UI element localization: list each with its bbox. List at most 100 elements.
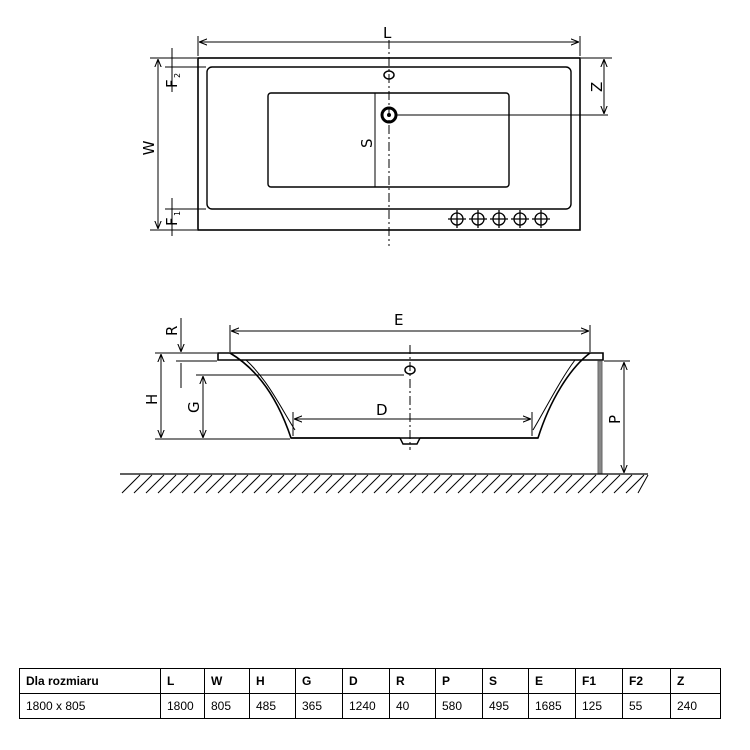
- label-F1-subscript: 1: [173, 211, 182, 216]
- table-cell: 1800: [160, 693, 205, 719]
- hatch-line: [577, 474, 597, 494]
- hatch-line: [481, 474, 501, 494]
- hatch-line: [565, 474, 585, 494]
- header-cell: H: [249, 668, 296, 694]
- hatch-line: [169, 474, 189, 494]
- dimension-L: [197, 36, 581, 56]
- dimension-F1: [165, 198, 206, 236]
- hatch-line: [241, 474, 261, 494]
- hatch-line: [373, 474, 393, 494]
- dimension-E: [229, 325, 591, 352]
- hatch-line: [457, 474, 477, 494]
- label-F2: F: [163, 79, 181, 88]
- hatch-line: [541, 474, 561, 494]
- dimension-G: [196, 374, 404, 437]
- hatch-line: [313, 474, 333, 494]
- header-cell: E: [528, 668, 576, 694]
- table-cell: 365: [295, 693, 343, 719]
- hatch-line: [361, 474, 381, 494]
- hatch-line: [145, 474, 165, 494]
- faucet-hole-icon: [511, 210, 529, 228]
- faucet-hole-icon: [490, 210, 508, 228]
- header-cell: G: [295, 668, 343, 694]
- label-H: H: [143, 394, 161, 405]
- table-cell: 495: [482, 693, 529, 719]
- hatch-line: [421, 474, 441, 494]
- header-cell: S: [482, 668, 529, 694]
- side-view-labels: E D R H G P: [143, 311, 624, 424]
- hatch-line: [265, 474, 285, 494]
- header-cell: F2: [622, 668, 671, 694]
- table-row: 1800 x 805 1800 805 485 365 1240 40 580 …: [19, 693, 721, 719]
- table-cell: 40: [389, 693, 436, 719]
- hatch-line: [121, 474, 141, 494]
- header-cell: P: [435, 668, 483, 694]
- hatch-line: [553, 474, 573, 494]
- header-cell: Dla rozmiaru: [19, 668, 161, 694]
- faucet-hole-icon: [532, 210, 550, 228]
- hatch-line: [205, 474, 225, 494]
- hatch-line: [349, 474, 369, 494]
- hatch-line: [625, 474, 645, 494]
- hatch-line: [589, 474, 609, 494]
- hatch-line: [253, 474, 273, 494]
- label-S: S: [358, 138, 376, 148]
- floor-hatching: [121, 474, 649, 494]
- hatch-line: [493, 474, 513, 494]
- hatch-line: [325, 474, 345, 494]
- table-cell: 55: [622, 693, 671, 719]
- label-G: G: [185, 401, 203, 413]
- side-view: [120, 318, 649, 494]
- table-header-row: Dla rozmiaru L W H G D R P S E F1 F2 Z: [19, 668, 721, 694]
- table-cell: 1240: [342, 693, 390, 719]
- dimension-R: [176, 318, 217, 388]
- hatch-line: [469, 474, 489, 494]
- hatch-line: [637, 474, 649, 494]
- hatch-line: [157, 474, 177, 494]
- dimension-H: [155, 352, 290, 440]
- hatch-line: [517, 474, 537, 494]
- hatch-line: [229, 474, 249, 494]
- table-cell: 580: [435, 693, 483, 719]
- tub-rim-profile: [217, 352, 604, 361]
- hatch-line: [613, 474, 633, 494]
- label-L: L: [383, 24, 392, 42]
- top-view-labels: L W F 2 F 1 Z S: [140, 24, 606, 226]
- dimension-F2: [165, 48, 206, 92]
- table-cell: 125: [575, 693, 623, 719]
- hatch-line: [385, 474, 405, 494]
- table-cell: 240: [670, 693, 721, 719]
- hatch-line: [133, 474, 153, 494]
- label-P: P: [606, 415, 624, 424]
- top-view: [150, 36, 612, 246]
- hatch-line: [409, 474, 429, 494]
- dimensions-table: Dla rozmiaru L W H G D R P S E F1 F2 Z 1…: [19, 668, 721, 719]
- label-Z: Z: [588, 82, 606, 92]
- label-F1: F: [163, 217, 181, 226]
- dimension-D: [292, 412, 533, 436]
- tub-inner-basin: [206, 66, 572, 210]
- label-F2-subscript: 2: [173, 73, 182, 78]
- bathtub-technical-drawing: L W F 2 F 1 Z S: [120, 24, 649, 494]
- hatch-line: [337, 474, 357, 494]
- header-cell: R: [389, 668, 436, 694]
- hatch-line: [601, 474, 621, 494]
- table-cell: 1800 x 805: [19, 693, 161, 719]
- overflow-hole: [383, 70, 395, 80]
- hatch-line: [529, 474, 549, 494]
- label-W: W: [140, 140, 158, 155]
- hatch-line: [277, 474, 297, 494]
- hatch-line: [397, 474, 417, 494]
- hatch-line: [181, 474, 201, 494]
- faucet-hole-icon: [448, 210, 466, 228]
- hatch-line: [301, 474, 321, 494]
- hatch-line: [193, 474, 213, 494]
- header-cell: D: [342, 668, 390, 694]
- support-panel: [597, 360, 603, 475]
- dimension-Z: [581, 57, 612, 113]
- header-cell: W: [204, 668, 250, 694]
- label-R: R: [163, 326, 181, 336]
- label-E: E: [394, 311, 403, 329]
- label-D: D: [376, 401, 388, 419]
- hatch-line: [505, 474, 525, 494]
